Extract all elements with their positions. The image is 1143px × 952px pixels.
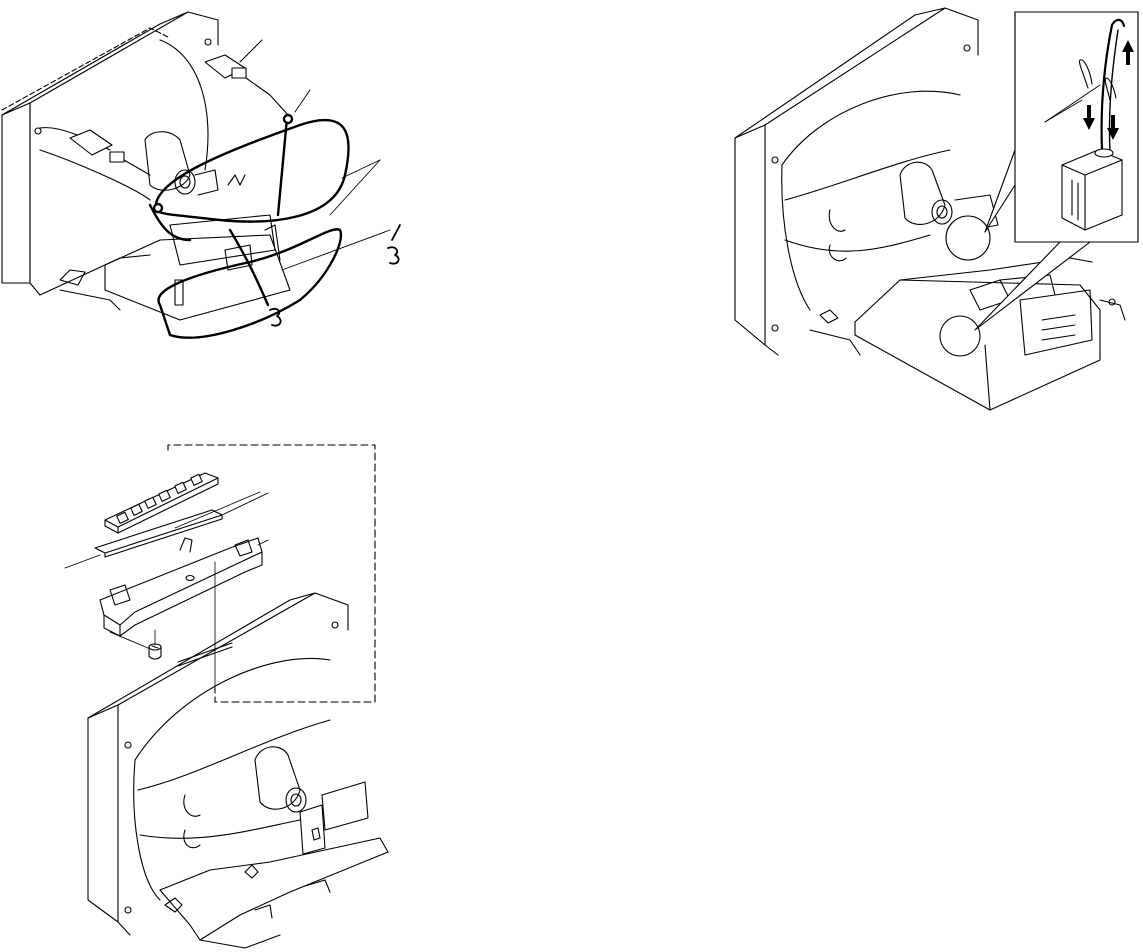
leader-lines-fig3 [65, 493, 268, 648]
connector-clip-bottom [270, 309, 281, 326]
control-button-strip [105, 473, 218, 533]
figure-cable-removal [2, 12, 400, 338]
monitor-bezel-2 [735, 8, 978, 355]
magnify-circle-socket [940, 316, 980, 356]
connector-clip-right [388, 225, 400, 264]
deflection-cables [150, 115, 349, 338]
figure-anode-cap-detail [735, 8, 1138, 410]
mounting-screw [149, 644, 161, 659]
crt-tube-3 [134, 658, 368, 900]
leader-lines-fig1 [282, 90, 390, 270]
crt-tube-2 [782, 91, 998, 310]
chassis-board [60, 215, 290, 320]
top-cable-clamp [205, 40, 288, 115]
figure-panel-bracket [65, 445, 388, 948]
magnify-circle-cap [946, 216, 990, 260]
mounting-bracket [100, 538, 262, 636]
chassis-board-3 [160, 838, 388, 948]
left-cable-clamp [70, 130, 150, 175]
